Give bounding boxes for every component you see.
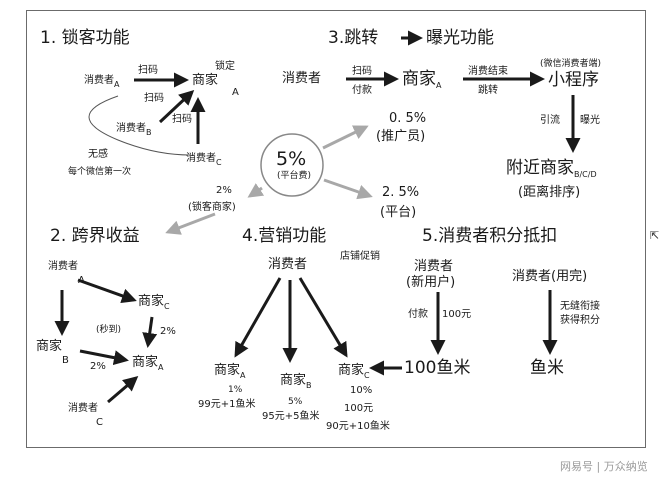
arrow-to-section2 [165,212,216,235]
s3-done: 消费结束 [468,66,508,77]
s5-new-user: (新用户) [406,275,456,290]
center-pct: 5% [276,148,307,170]
s3-sort: (距离排序) [518,185,581,200]
center-fee: (平台费) [277,171,312,181]
s2-consumer-a-sub: A [78,275,85,286]
s2-merchant-b-sub: B [62,355,69,366]
s4-a-pct: 1% [228,385,243,395]
s1-lock: 锁定 [215,61,235,72]
arrow-to-platform [323,178,373,200]
s5-pay: 付款 [408,309,428,320]
s2-pct-b: 2% [90,361,106,372]
s1-scan-c: 扫码 [172,114,192,125]
promoter-label: (推广员) [376,129,426,144]
s1-consumer-c: 消费者C [186,153,222,167]
lock-merchant-label: (锁客商家) [188,202,236,213]
section4-title: 4.营销功能 [242,226,327,246]
s2-seconds: (秒到) [96,325,122,335]
s2-arrow-c-to-a [142,316,158,348]
section1-title: 1. 锁客功能 [40,28,130,48]
s1-merchant-sub: A [232,87,239,98]
s2-merchant-c: 商家C [138,294,170,311]
s4-c-amount: 100元 [344,403,374,414]
s2-arrow-c2-to-a [107,376,139,404]
s5-amount: 100元 [442,309,472,320]
s3-consumer: 消费者 [282,71,322,86]
s2-merchant-a: 商家A [132,355,164,372]
s5-consumer-used: 消费者(用完) [512,269,588,284]
s1-scan-b: 扫码 [144,93,164,104]
s3-nearby: 附近商家B/C/D [506,158,597,179]
section3-title-end: 曝光功能 [426,28,494,48]
s1-merchant: 商家 [192,73,219,88]
s1-first-time: 每个微信第一次 [68,167,132,177]
section3-title: 3.跳转 [328,28,379,48]
s2-pct-c: 2% [160,326,176,337]
s1-silent: 无感 [88,149,108,160]
s4-a-offer: 99元+1鱼米 [198,399,256,410]
s3-jump: 跳转 [478,85,498,96]
s5-fish: 鱼米 [530,358,564,378]
s2-consumer-c-sub: C [96,417,103,428]
s4-b-pct: 5% [288,397,303,407]
s4-c-offer: 90元+10鱼米 [326,421,390,432]
s3-pay: 付款 [352,85,372,96]
s4-arrow-to-a [234,277,282,358]
mouse-cursor-icon: ⇱ [650,229,660,242]
s4-c-pct: 10% [350,385,373,396]
arrow-to-promoter [322,125,369,150]
s2-merchant-b: 商家 [36,339,63,354]
s4-merchant-a: 商家A [214,363,246,380]
s3-expose: 曝光 [580,115,600,126]
s5-consumer-new: 消费者 [414,259,454,274]
s3-wechat: (微信消费者端) [540,59,602,69]
s4-merchant-b: 商家B [280,373,312,390]
s1-consumer-a: 消费者A [84,75,120,89]
s1-scan-a: 扫码 [138,65,158,76]
promoter-pct: 0. 5% [389,111,427,126]
s3-scan: 扫码 [352,66,372,77]
s1-arrow-b [158,89,195,124]
watermark: 网易号 | 万众纳览 [560,460,648,473]
center-fee-circle [260,133,324,197]
s2-arrow-to-c [77,278,137,304]
lock-merchant-pct: 2% [216,185,232,196]
s1-consumer-b: 消费者B [116,123,152,137]
s4-merchant-c: 商家C [338,363,370,380]
s3-merchant: 商家A [402,69,442,90]
section5-title: 5.消费者积分抵扣 [422,226,558,246]
section2-title: 2. 跨界收益 [50,226,140,246]
s1-silent-curve [88,95,191,156]
s4-arrow-to-c [298,277,348,358]
s3-traffic: 引流 [540,115,560,126]
platform-label: (平台) [380,205,417,220]
s5-earn: 获得积分 [560,315,600,326]
arrow-to-lock-merchant [247,183,265,198]
s4-promo: 店铺促销 [340,251,380,262]
s2-arrow-b-to-a [79,349,129,366]
s5-seamless: 无缝衔接 [560,301,600,312]
s2-consumer-a: 消费者 [48,261,78,272]
s2-consumer-c: 消费者 [68,403,98,414]
s5-fish100: 100鱼米 [404,358,471,378]
platform-pct: 2. 5% [382,185,420,200]
s3-mini-program: 小程序 [548,70,599,90]
s4-consumer: 消费者 [268,257,308,272]
s4-b-offer: 95元+5鱼米 [262,411,320,422]
